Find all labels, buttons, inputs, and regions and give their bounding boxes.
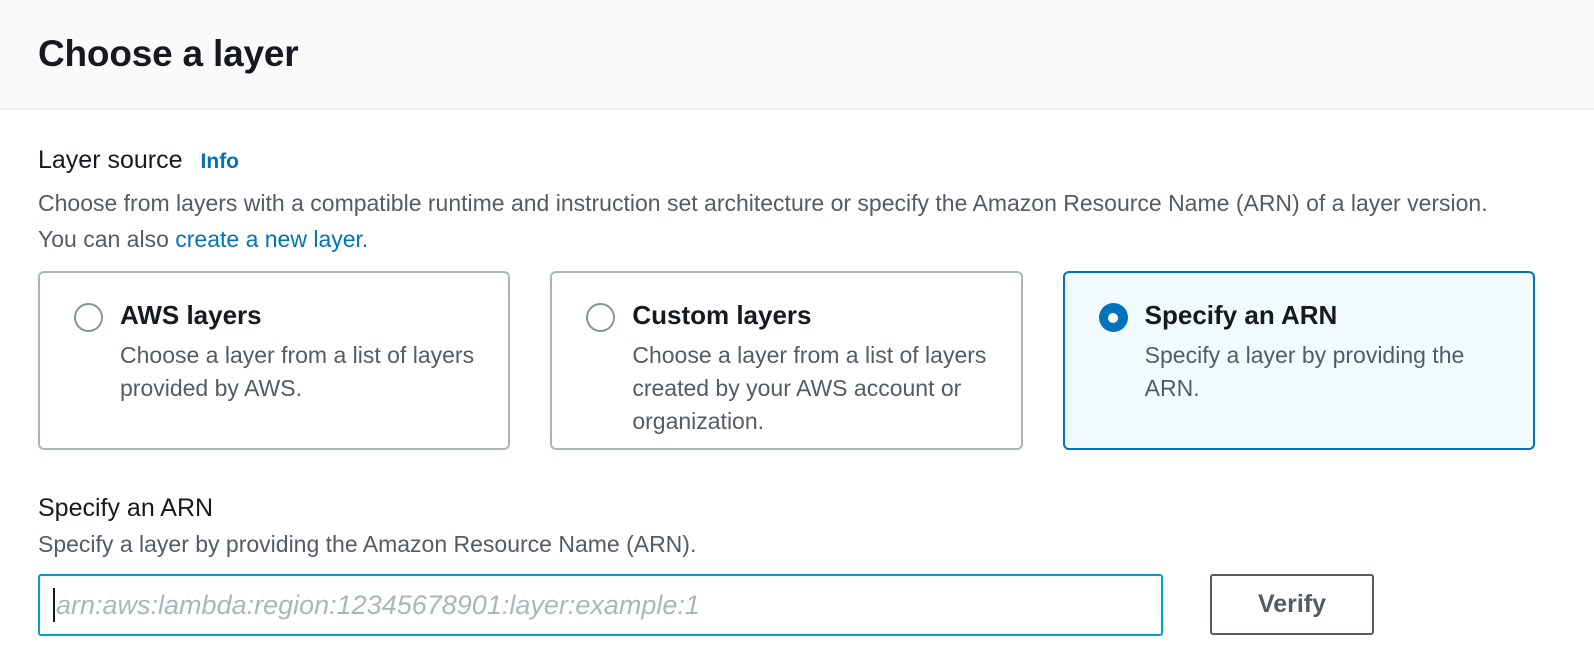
- layer-source-description-text: Choose from layers with a compatible run…: [38, 190, 1488, 252]
- radio-aws-layers[interactable]: [74, 303, 103, 332]
- tile-specify-arn[interactable]: Specify an ARN Specify a layer by provid…: [1062, 271, 1535, 450]
- tile-title: Specify an ARN: [1144, 300, 1338, 330]
- tile-custom-layers-content: Custom layers Choose a layer from a list…: [632, 297, 992, 438]
- arn-input[interactable]: [38, 574, 1163, 636]
- specify-arn-description: Specify a layer by providing the Amazon …: [38, 531, 697, 557]
- specify-arn-section: Specify an ARN Specify a layer by provid…: [38, 494, 1535, 636]
- tile-description: Specify a layer by providing the ARN.: [1144, 342, 1465, 401]
- radio-specify-arn[interactable]: [1098, 303, 1128, 332]
- create-new-layer-link[interactable]: create a new layer.: [175, 226, 369, 252]
- tile-custom-layers[interactable]: Custom layers Choose a layer from a list…: [550, 271, 1023, 450]
- tile-aws-layers[interactable]: AWS layers Choose a layer from a list of…: [38, 271, 511, 450]
- verify-button[interactable]: Verify: [1210, 574, 1374, 635]
- specify-arn-label: Specify an ARN: [38, 494, 214, 522]
- layer-source-label-row: Layer source Info: [38, 146, 1535, 175]
- tile-title: AWS layers: [120, 300, 262, 330]
- page-title: Choose a layer: [38, 33, 299, 74]
- tile-description: Choose a layer from a list of layers cre…: [632, 342, 987, 434]
- layer-source-tiles: AWS layers Choose a layer from a list of…: [38, 271, 1535, 450]
- layer-source-label: Layer source: [38, 146, 183, 174]
- panel-header: Choose a layer: [0, 0, 1594, 110]
- tile-specify-arn-content: Specify an ARN Specify a layer by provid…: [1145, 297, 1505, 405]
- tile-description: Choose a layer from a list of layers pro…: [120, 342, 475, 401]
- radio-custom-layers[interactable]: [586, 303, 616, 332]
- arn-input-wrapper: [38, 574, 1163, 636]
- text-caret: [53, 588, 55, 622]
- specify-arn-row: Verify: [38, 574, 1535, 636]
- tile-aws-layers-content: AWS layers Choose a layer from a list of…: [120, 297, 480, 405]
- panel-content: Layer source Info Choose from layers wit…: [0, 110, 1594, 636]
- info-link[interactable]: Info: [200, 150, 240, 173]
- tile-title: Custom layers: [632, 300, 812, 330]
- layer-source-description: Choose from layers with a compatible run…: [38, 185, 1518, 257]
